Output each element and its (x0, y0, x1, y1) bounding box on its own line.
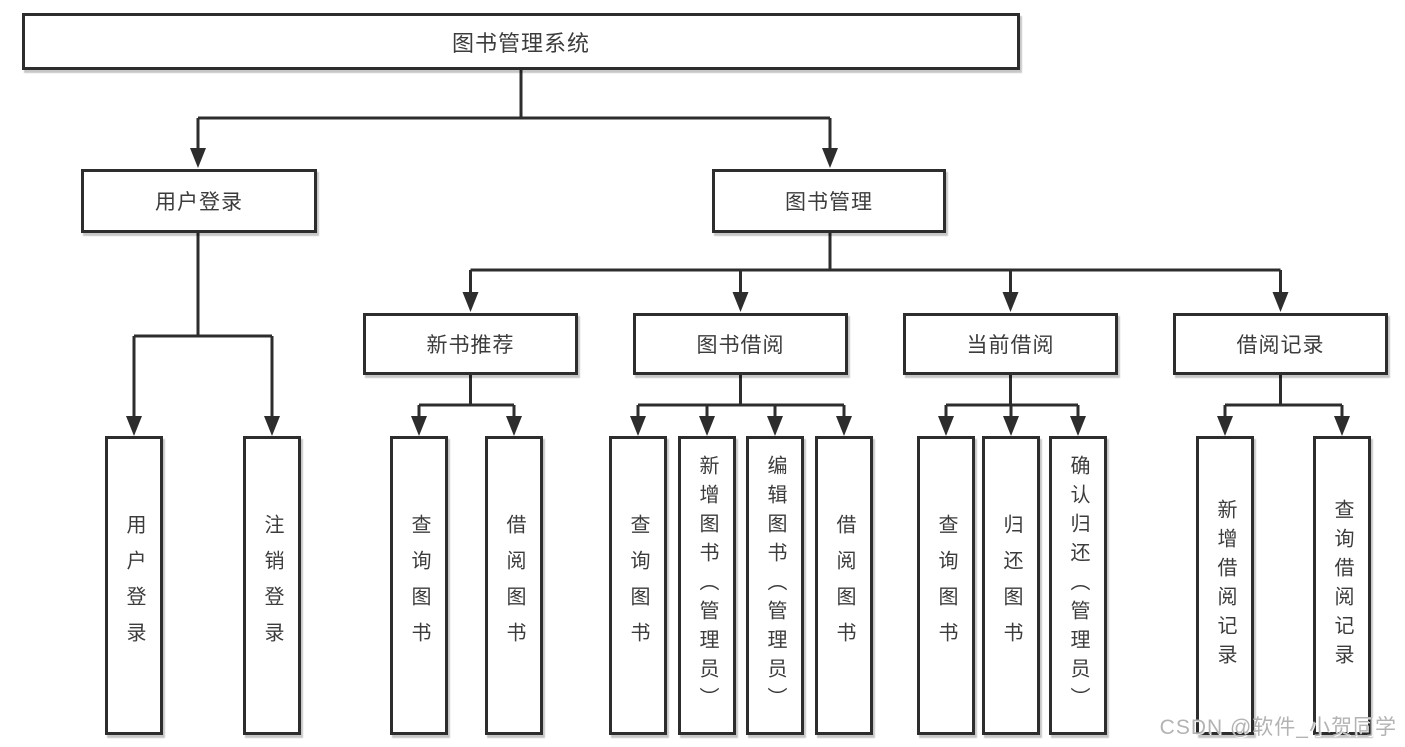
node-new-book-recommend: 新书推荐 (363, 313, 578, 375)
leaf-cb-confirm-return-admin: 确认归还（管理员） (1049, 436, 1107, 735)
leaf-user-login: 用户登录 (105, 436, 163, 735)
leaf-nb-borrow-books: 借阅图书 (485, 436, 543, 735)
leaf-bb-add-books-admin: 新增图书（管理员） (678, 436, 736, 735)
leaf-nb-borrow-books-label: 借阅图书 (503, 513, 525, 658)
leaf-nb-query-books: 查询图书 (390, 436, 448, 735)
leaf-br-add-record: 新增借阅记录 (1196, 436, 1254, 735)
node-book-management-label: 图书管理 (785, 191, 873, 214)
leaf-cb-return-books-label: 归还图书 (1000, 513, 1022, 658)
node-current-borrowing: 当前借阅 (903, 313, 1118, 375)
leaf-cb-return-books: 归还图书 (982, 436, 1040, 735)
leaf-cb-confirm-return-admin-label: 确认归还（管理员） (1067, 455, 1089, 716)
connector-arrowheads (126, 148, 1350, 436)
leaf-bb-edit-books-admin: 编辑图书（管理员） (746, 436, 804, 735)
node-root-label: 图书管理系统 (451, 30, 590, 56)
leaf-cb-query-books: 查询图书 (917, 436, 975, 735)
leaf-bb-add-books-admin-label: 新增图书（管理员） (696, 455, 718, 716)
leaf-bb-query-books-label: 查询图书 (627, 513, 649, 658)
node-current-borrowing-label: 当前借阅 (966, 334, 1055, 357)
node-book-borrowing-label: 图书借阅 (696, 334, 785, 357)
leaf-logout-label: 注销登录 (261, 513, 283, 658)
leaf-bb-edit-books-admin-label: 编辑图书（管理员） (764, 455, 786, 716)
connector-lines (132, 70, 1344, 420)
node-borrowing-records: 借阅记录 (1173, 313, 1388, 375)
node-book-borrowing: 图书借阅 (633, 313, 848, 375)
node-book-management: 图书管理 (712, 169, 946, 233)
leaf-br-add-record-label: 新增借阅记录 (1214, 498, 1236, 673)
leaf-br-query-record: 查询借阅记录 (1313, 436, 1371, 735)
leaf-bb-query-books: 查询图书 (609, 436, 667, 735)
leaf-bb-borrow-books-label: 借阅图书 (833, 513, 855, 658)
node-user-login-group-label: 用户登录 (155, 191, 243, 214)
node-new-book-recommend-label: 新书推荐 (426, 334, 515, 357)
leaf-cb-query-books-label: 查询图书 (935, 513, 957, 658)
csdn-watermark: CSDN @软件_小贺同学 (1159, 716, 1397, 739)
leaf-logout: 注销登录 (243, 436, 301, 735)
leaf-nb-query-books-label: 查询图书 (408, 513, 430, 658)
node-borrowing-records-label: 借阅记录 (1236, 334, 1325, 357)
leaf-br-query-record-label: 查询借阅记录 (1331, 498, 1353, 673)
leaf-bb-borrow-books: 借阅图书 (815, 436, 873, 735)
node-root: 图书管理系统 (22, 13, 1020, 70)
node-user-login-group: 用户登录 (81, 169, 317, 233)
leaf-user-login-label: 用户登录 (123, 513, 145, 658)
